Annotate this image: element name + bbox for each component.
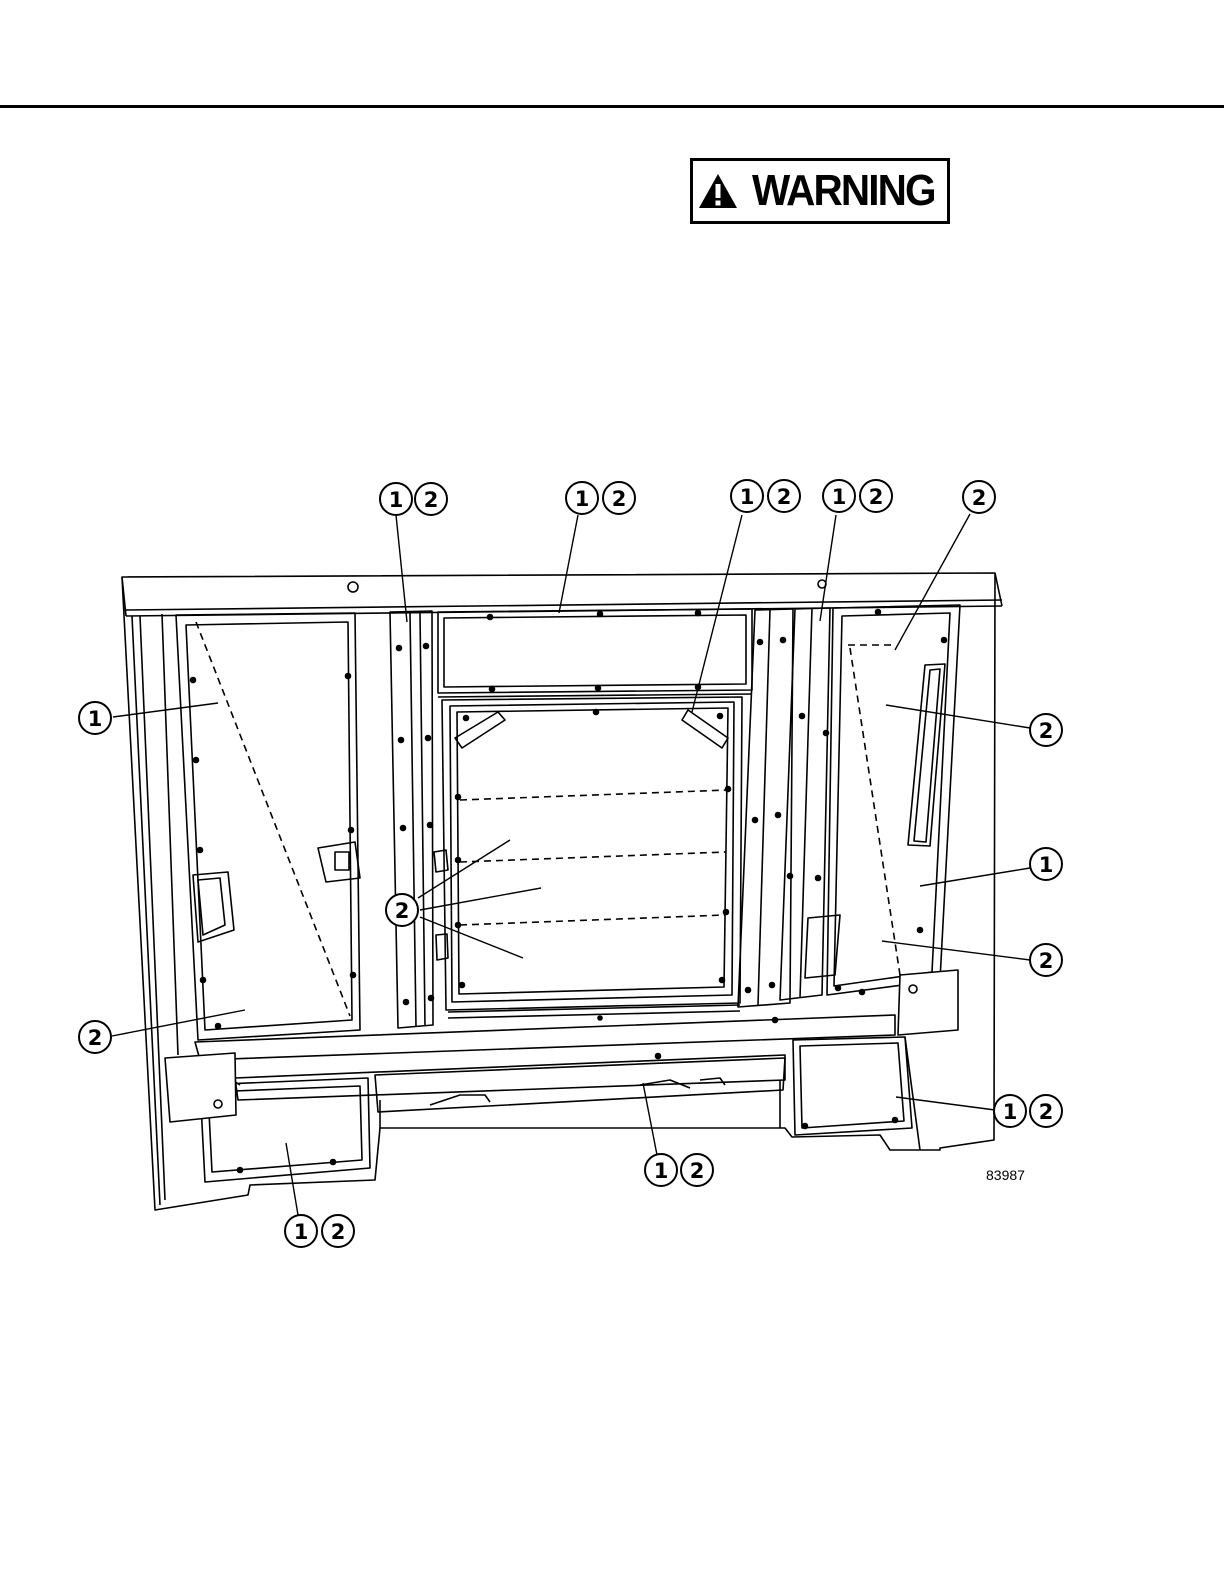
svg-text:2: 2: [972, 486, 987, 510]
svg-text:1: 1: [1003, 1100, 1018, 1124]
callout-1: 1: [645, 1154, 677, 1186]
svg-text:2: 2: [424, 488, 439, 512]
svg-text:1: 1: [575, 487, 590, 511]
callout-1: 1: [79, 702, 111, 734]
callout-1: 1: [285, 1215, 317, 1247]
svg-text:2: 2: [1039, 719, 1054, 743]
svg-text:2: 2: [777, 485, 792, 509]
svg-text:2: 2: [1039, 1100, 1054, 1124]
callout-2: 2: [322, 1215, 354, 1247]
callout-2: 2: [768, 480, 800, 512]
svg-text:1: 1: [389, 488, 404, 512]
svg-text:1: 1: [1039, 853, 1054, 877]
svg-text:2: 2: [690, 1159, 705, 1183]
callout-1: 1: [823, 480, 855, 512]
svg-text:2: 2: [869, 485, 884, 509]
svg-text:1: 1: [832, 485, 847, 509]
callout-2: 2: [1030, 944, 1062, 976]
callout-2: 2: [963, 481, 995, 513]
svg-text:2: 2: [331, 1220, 346, 1244]
svg-text:1: 1: [88, 707, 103, 731]
svg-text:2: 2: [1039, 949, 1054, 973]
right-access-panel: [898, 970, 958, 1035]
callout-2: 2: [603, 482, 635, 514]
callout-1: 1: [1030, 848, 1062, 880]
callout-2: 2: [860, 480, 892, 512]
callout-1: 1: [566, 482, 598, 514]
svg-text:2: 2: [88, 1026, 103, 1050]
callout-2: 2: [681, 1154, 713, 1186]
svg-text:1: 1: [654, 1159, 669, 1183]
callout-2: 2: [1030, 1095, 1062, 1127]
enclosure-drawing: [122, 573, 1002, 1210]
callout-2: 2: [79, 1021, 111, 1053]
callout-1: 1: [380, 483, 412, 515]
svg-text:2: 2: [395, 899, 410, 923]
svg-text:1: 1: [740, 485, 755, 509]
callout-1: 1: [994, 1095, 1026, 1127]
callout-2: 2: [386, 894, 418, 926]
svg-text:1: 1: [294, 1220, 309, 1244]
svg-text:2: 2: [612, 487, 627, 511]
left-access-panel: [165, 1053, 236, 1122]
callout-1: 1: [731, 480, 763, 512]
callout-2: 2: [415, 483, 447, 515]
figure-number: 83987: [986, 1167, 1025, 1183]
callout-2: 2: [1030, 714, 1062, 746]
